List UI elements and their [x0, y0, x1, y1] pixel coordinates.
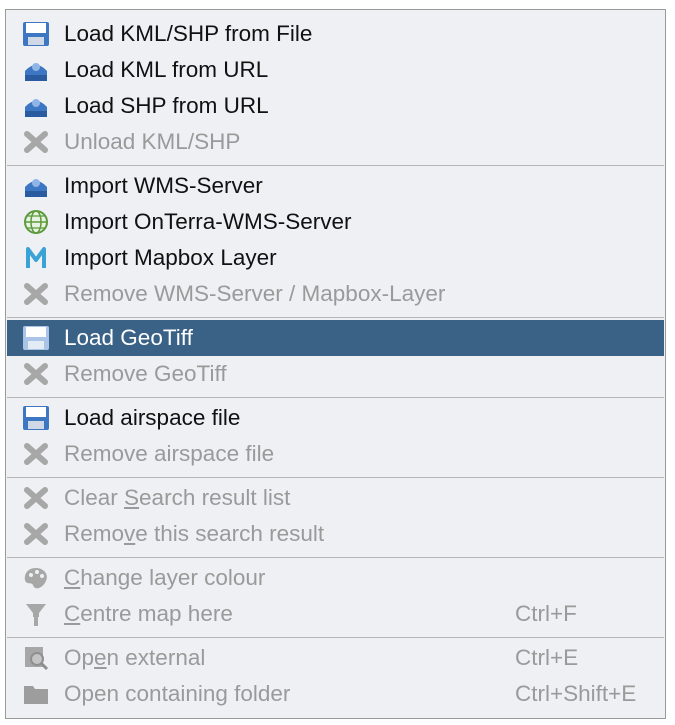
remove-x-icon: [22, 441, 50, 467]
menu-item-label: Import Mapbox Layer: [64, 245, 277, 270]
menu-item-load-kml-shp-file[interactable]: Load KML/SHP from File: [7, 16, 664, 52]
menu-item-shortcut: Ctrl+E: [515, 645, 579, 670]
menu-item-remove-airspace-file[interactable]: Remove airspace file: [7, 436, 664, 472]
menu-item-label: Import OnTerra-WMS-Server: [64, 209, 352, 234]
menu-item-label: Load SHP from URL: [64, 93, 269, 118]
menu-item-label: Remove GeoTiff: [64, 361, 227, 386]
magnifier-icon: [22, 645, 50, 671]
menu-item-import-wms-server[interactable]: Import WMS-Server: [7, 168, 664, 204]
menu-separator: [7, 165, 664, 166]
menu-item-label: Centre map here: [64, 601, 233, 626]
remove-x-icon: [22, 129, 50, 155]
menu-item-load-kml-url[interactable]: Load KML from URL: [7, 52, 664, 88]
menu-separator: [7, 477, 664, 478]
menu-item-shortcut: Ctrl+Shift+E: [515, 681, 637, 706]
menu-item-open-external[interactable]: Open external Ctrl+E: [7, 640, 664, 676]
menu-item-label: Import WMS-Server: [64, 173, 263, 198]
remove-x-icon: [22, 485, 50, 511]
menu-item-open-containing-folder[interactable]: Open containing folder Ctrl+Shift+E: [7, 676, 664, 712]
floppy-disk-icon: [22, 325, 50, 351]
menu-item-label: Remove WMS-Server / Mapbox-Layer: [64, 281, 446, 306]
menu-item-unload-kml-shp[interactable]: Unload KML/SHP: [7, 124, 664, 160]
menu-item-label: Load GeoTiff: [64, 325, 193, 350]
menu-separator: [7, 637, 664, 638]
menu-separator: [7, 557, 664, 558]
menu-item-load-shp-url[interactable]: Load SHP from URL: [7, 88, 664, 124]
network-server-icon: [22, 173, 50, 199]
menu-separator: [7, 397, 664, 398]
menu-item-shortcut: Ctrl+F: [515, 601, 577, 626]
menu-item-centre-map-here[interactable]: Centre map here Ctrl+F: [7, 596, 664, 632]
remove-x-icon: [22, 281, 50, 307]
menu-item-remove-wms-mapbox[interactable]: Remove WMS-Server / Mapbox-Layer: [7, 276, 664, 312]
menu-item-label: Open external: [64, 645, 206, 670]
menu-item-label: Clear Search result list: [64, 485, 291, 510]
context-menu: Load KML/SHP from File Load KML from URL…: [5, 9, 666, 719]
floppy-disk-icon: [22, 405, 50, 431]
paint-palette-icon: [22, 565, 50, 591]
menu-item-load-airspace-file[interactable]: Load airspace file: [7, 400, 664, 436]
menu-item-change-layer-colour[interactable]: Change layer colour: [7, 560, 664, 596]
menu-item-label: Change layer colour: [64, 565, 266, 590]
menu-item-remove-search-result[interactable]: Remove this search result: [7, 516, 664, 552]
menu-item-label: Load KML from URL: [64, 57, 269, 82]
map-pin-icon: [22, 601, 50, 627]
menu-item-load-geotiff[interactable]: Load GeoTiff: [7, 320, 664, 356]
menu-item-import-onterra-wms[interactable]: Import OnTerra-WMS-Server: [7, 204, 664, 240]
menu-item-import-mapbox-layer[interactable]: Import Mapbox Layer: [7, 240, 664, 276]
mapbox-m-icon: [22, 245, 50, 271]
menu-item-label: Remove airspace file: [64, 441, 275, 466]
globe-grid-icon: [22, 209, 50, 235]
menu-item-remove-geotiff[interactable]: Remove GeoTiff: [7, 356, 664, 392]
menu-item-label: Unload KML/SHP: [64, 129, 241, 154]
menu-item-clear-search-result-list[interactable]: Clear Search result list: [7, 480, 664, 516]
menu-item-label: Load airspace file: [64, 405, 241, 430]
menu-item-label: Remove this search result: [64, 521, 325, 546]
floppy-disk-icon: [22, 21, 50, 47]
folder-icon: [22, 681, 50, 707]
remove-x-icon: [22, 361, 50, 387]
menu-item-label: Open containing folder: [64, 681, 291, 706]
network-server-icon: [22, 57, 50, 83]
menu-item-label: Load KML/SHP from File: [64, 21, 313, 46]
network-server-icon: [22, 93, 50, 119]
menu-separator: [7, 317, 664, 318]
remove-x-icon: [22, 521, 50, 547]
